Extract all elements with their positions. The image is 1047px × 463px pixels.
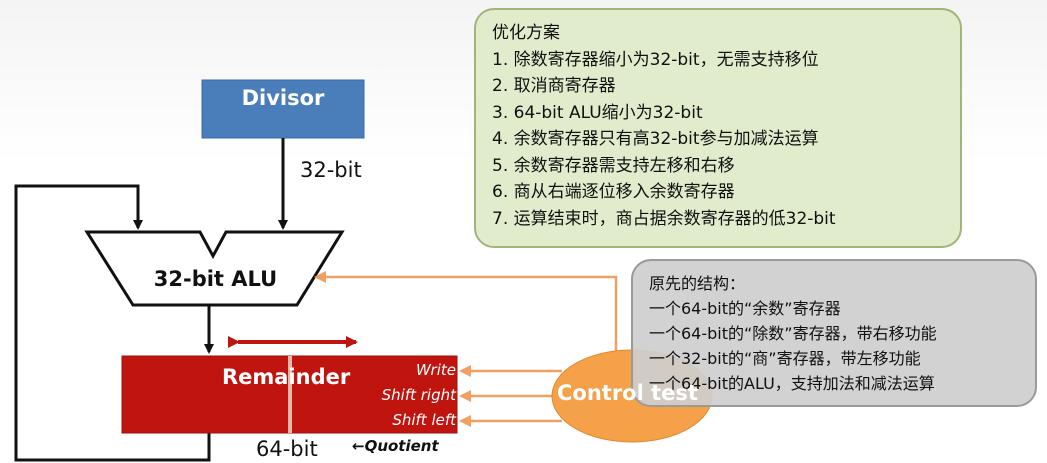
optimization-title: 优化方案	[492, 23, 560, 43]
optimization-item: 4. 余数寄存器只有高32-bit参与加减法运算	[492, 129, 819, 149]
optimization-item: 5. 余数寄存器需支持左移和右移	[492, 155, 735, 176]
remainder-width-label: 64-bit	[256, 437, 318, 461]
original-item: 一个32-bit的“商”寄存器，带左移功能	[649, 349, 921, 368]
optimization-item: 7. 运算结束时，商占据余数寄存器的低32-bit	[492, 208, 836, 229]
alu-label: 32-bit ALU	[153, 267, 278, 291]
divisor-width-label: 32-bit	[300, 158, 362, 182]
original-title: 原先的结构：	[649, 274, 746, 293]
feedback-loop-arrow	[14, 184, 211, 462]
original-item: 一个64-bit的“余数”寄存器	[649, 299, 841, 318]
remainder-label: Remainder	[222, 365, 351, 389]
optimization-item: 2. 取消商寄存器	[492, 76, 616, 96]
divisor-register	[201, 79, 365, 139]
original-structure-callout: 原先的结构： 一个64-bit的“余数”寄存器 一个64-bit的“除数”寄存器…	[631, 259, 1037, 407]
control-test-label: Control test	[557, 381, 698, 405]
optimization-item: 6. 商从右端逐位移入余数寄存器	[492, 182, 735, 202]
shift-right-signal-label: Shift right	[381, 386, 456, 404]
optimization-callout: 优化方案 1. 除数寄存器缩小为32-bit，无需支持移位 2. 取消商寄存器 …	[474, 8, 962, 248]
original-item: 一个64-bit的ALU，支持加法和减法运算	[649, 374, 935, 393]
control-to-alu-arrow	[314, 271, 618, 362]
optimization-item: 3. 64-bit ALU缩小为32-bit	[492, 102, 703, 123]
quotient-label: ←Quotient	[352, 437, 439, 455]
write-signal-label: Write	[415, 361, 456, 379]
shift-left-signal-label: Shift left	[392, 411, 456, 429]
original-item: 一个64-bit的“除数”寄存器，带右移功能	[649, 324, 937, 343]
divisor-label: Divisor	[241, 86, 325, 110]
optimization-item: 1. 除数寄存器缩小为32-bit，无需支持移位	[492, 49, 819, 70]
alu-shape	[84, 230, 345, 307]
